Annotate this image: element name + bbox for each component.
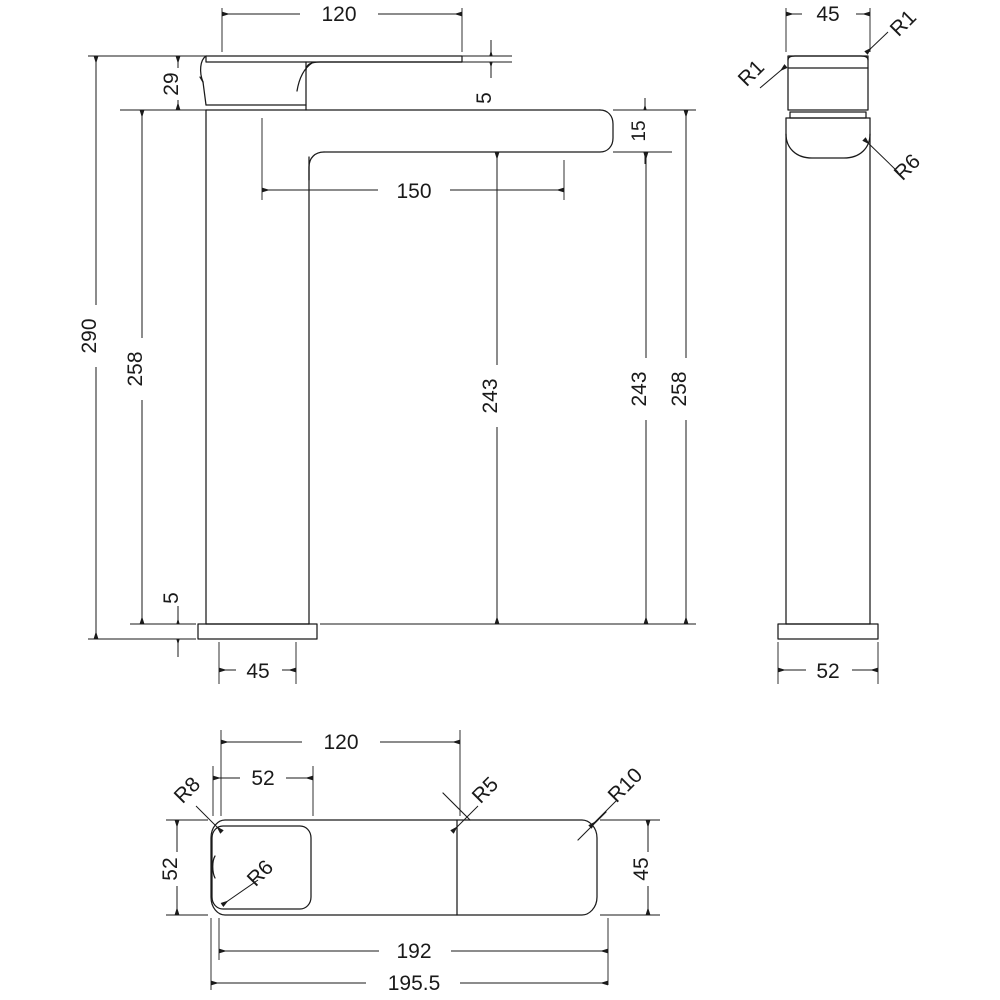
dim-lever-tip-5: 5 xyxy=(462,40,512,104)
label-52-side: 52 xyxy=(816,660,839,683)
side-cap-body xyxy=(787,55,869,111)
label-192: 192 xyxy=(396,940,431,963)
side-collar xyxy=(789,111,867,119)
dim-plan-handle-52: 52 xyxy=(212,766,314,816)
label-r10: R10 xyxy=(604,764,648,808)
dim-plan-192: 192 xyxy=(218,918,609,985)
label-r6-side: R6 xyxy=(890,150,925,185)
lever-left-drop xyxy=(202,81,207,106)
dim-lever-height-29: 29 xyxy=(120,55,208,111)
body-and-spout-geometry xyxy=(197,109,614,640)
label-r1-right: R1 xyxy=(886,6,921,41)
label-52-plan-left: 52 xyxy=(159,857,182,880)
lever-inner-fillet xyxy=(305,61,463,71)
label-290: 290 xyxy=(78,318,101,353)
spout-underside-fillet xyxy=(308,151,325,181)
spout-nose-outer xyxy=(323,109,614,153)
dim-plan-195-5: 195.5 xyxy=(210,918,609,995)
dim-side-base-width-52: 52 xyxy=(777,642,879,684)
dim-lever-length-120: 120 xyxy=(221,2,463,52)
dim-spout-height-243-center: 243 xyxy=(479,151,511,625)
label-45-plan: 45 xyxy=(630,857,653,880)
dim-plan-120: 120 xyxy=(220,730,461,816)
dim-spout-thickness-15: 15 xyxy=(613,98,672,164)
label-120-top: 120 xyxy=(321,3,356,26)
side-elevation-view: 45 R1 R1 R6 52 xyxy=(734,2,925,684)
side-cap-top-radius xyxy=(787,55,869,61)
label-195-5: 195.5 xyxy=(388,972,441,995)
plan-left-nose-notch xyxy=(212,855,216,879)
dim-side-cap-width-45: 45 xyxy=(785,2,871,52)
label-258-right: 258 xyxy=(668,371,691,406)
dim-spout-reach-150: 150 xyxy=(261,118,565,203)
dim-base-thickness-5: 5 xyxy=(134,592,196,657)
label-52-plan-top: 52 xyxy=(251,767,274,790)
leader-r6-plan: R6 xyxy=(220,856,278,907)
lever-thumb-curve xyxy=(296,62,313,92)
leader-r10: R10 xyxy=(577,764,648,841)
label-15: 15 xyxy=(629,120,650,141)
label-45-base: 45 xyxy=(246,660,269,683)
label-258-left: 258 xyxy=(124,351,147,386)
label-120-plan: 120 xyxy=(323,731,358,754)
side-base-flange xyxy=(777,623,879,640)
leader-r1-right: R1 xyxy=(864,6,921,55)
dim-body-height-258-right: 258 xyxy=(320,109,700,625)
lever-handle-geometry xyxy=(199,55,463,111)
label-243-center: 243 xyxy=(479,378,502,413)
dim-plan-spout-depth-45: 45 xyxy=(600,819,662,916)
label-243-right: 243 xyxy=(628,371,651,406)
dim-body-height-258-left: 258 xyxy=(124,109,200,625)
dim-overall-height-290: 290 xyxy=(78,55,200,640)
lever-top-plate xyxy=(205,55,463,63)
lever-nose-tick xyxy=(199,76,204,83)
plan-inner-handle-base xyxy=(211,825,312,910)
side-shoulder-r6 xyxy=(785,133,871,159)
label-r1-left: R1 xyxy=(734,56,769,91)
leader-r1-left: R1 xyxy=(734,56,788,91)
label-5-lever: 5 xyxy=(473,92,496,104)
label-r5: R5 xyxy=(468,773,503,808)
leader-r6-side: R6 xyxy=(862,137,925,185)
lever-under-slope xyxy=(205,104,307,111)
base-flange xyxy=(197,623,318,640)
lever-left-cap xyxy=(199,55,207,83)
dim-base-width-45: 45 xyxy=(218,642,297,684)
label-45-side: 45 xyxy=(816,3,839,26)
label-5-base: 5 xyxy=(160,592,183,604)
leader-r8: R8 xyxy=(170,773,224,834)
front-elevation-view: 120 29 5 15 xyxy=(78,2,700,684)
plan-view: 120 52 52 R8 R6 xyxy=(159,730,662,995)
leader-r5: R5 xyxy=(442,773,503,834)
label-r8: R8 xyxy=(170,773,205,808)
label-150: 150 xyxy=(396,180,431,203)
label-r6-plan: R6 xyxy=(243,856,278,891)
side-geometry xyxy=(777,55,879,640)
dim-spout-height-243-right: 243 xyxy=(613,151,672,625)
dim-plan-depth-52: 52 xyxy=(159,819,208,916)
label-29: 29 xyxy=(160,72,183,95)
